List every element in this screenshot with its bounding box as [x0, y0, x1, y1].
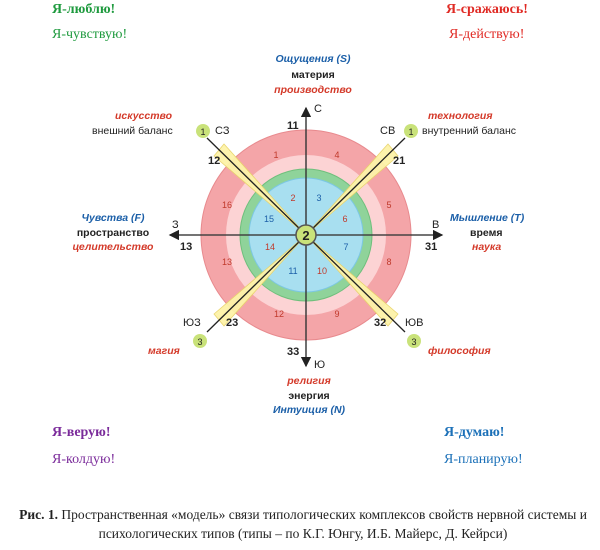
east-domain: наука [472, 241, 501, 253]
northeast-letter: СВ [380, 125, 395, 137]
caption-text: Пространственная «модель» связи типологи… [57, 507, 587, 541]
corner-plan: Я-планирую! [444, 452, 523, 467]
northwest-domain: искусство [115, 110, 173, 122]
sector-12: 12 [274, 309, 284, 319]
inner-sector-numbers: 3 6 7 10 11 14 15 2 [264, 193, 349, 276]
northwest-letter: СЗ [215, 125, 230, 137]
sector-11: 11 [288, 266, 297, 276]
outer-sector-numbers: 1 4 5 8 9 12 13 16 [222, 150, 392, 319]
northeast-quality: внутренний баланс [422, 125, 516, 137]
sector-4: 4 [334, 150, 339, 160]
axis-southwest [206, 234, 307, 333]
north-number: 11 [287, 120, 299, 132]
northwest-number: 12 [208, 155, 220, 167]
west-quality: пространство [77, 227, 149, 239]
sector-9: 9 [334, 309, 339, 319]
center-circle [295, 224, 317, 246]
northwest-badge [196, 124, 210, 138]
sector-6: 6 [342, 214, 347, 224]
southeast-badge-label: 3 [411, 337, 416, 347]
sector-5: 5 [386, 200, 391, 210]
south-type: Интуиция (N) [273, 404, 346, 416]
southwest-badge [193, 334, 207, 348]
southwest-badge-label: 3 [197, 337, 202, 347]
northeast-domain: технология [428, 110, 493, 122]
center-label: 2 [302, 228, 309, 243]
axes [168, 106, 444, 368]
east-letter: В [432, 219, 439, 231]
sector-10: 10 [317, 266, 327, 276]
northeast-badge [404, 124, 418, 138]
sector-8: 8 [386, 257, 391, 267]
northwest-quality: внешний баланс [92, 125, 173, 137]
south-letter: Ю [314, 359, 325, 371]
southeast-badge [407, 334, 421, 348]
north-quality: материя [291, 69, 334, 81]
axis-northwest [206, 137, 307, 236]
corner-think: Я-думаю! [444, 425, 505, 440]
west-letter: З [172, 219, 179, 231]
north-domain: производство [274, 84, 352, 96]
sector-2: 2 [290, 193, 295, 203]
south-number: 33 [287, 346, 299, 358]
sector-1: 1 [273, 150, 278, 160]
southeast-domain: философия [428, 345, 491, 357]
typology-diagram: 2 1 4 5 8 9 12 13 16 3 6 7 10 11 14 15 2… [73, 53, 525, 416]
north-type: Ощущения (S) [275, 53, 351, 65]
west-domain: целительство [73, 241, 154, 253]
north-letter: С [314, 103, 322, 115]
sector-16: 16 [222, 200, 232, 210]
corner-conjure: Я-колдую! [52, 452, 116, 467]
corner-fight: Я-сражаюсь! [446, 2, 528, 17]
west-number: 13 [180, 241, 192, 253]
corner-act: Я-действую! [449, 27, 525, 42]
east-quality: время [470, 227, 502, 239]
corner-feel: Я-чувствую! [52, 27, 128, 42]
southwest-domain: магия [148, 345, 180, 357]
northeast-badge-label: 1 [408, 127, 413, 137]
axis-northeast [305, 137, 406, 236]
southeast-letter: ЮВ [405, 317, 423, 329]
sector-7: 7 [343, 242, 348, 252]
corner-believe: Я-верую! [52, 425, 111, 440]
west-type: Чувства (F) [82, 212, 145, 224]
sector-13: 13 [222, 257, 232, 267]
northeast-number: 21 [393, 155, 405, 167]
corner-love: Я-люблю! [52, 2, 116, 17]
northwest-badge-label: 1 [200, 127, 205, 137]
southwest-letter: ЮЗ [183, 317, 201, 329]
southwest-number: 23 [226, 317, 238, 329]
east-number: 31 [425, 241, 437, 253]
figure-caption: Рис. 1. Пространственная «модель» связи … [8, 505, 598, 543]
sector-3: 3 [316, 193, 321, 203]
southeast-number: 32 [374, 317, 386, 329]
sector-14: 14 [265, 242, 275, 252]
axis-southeast [305, 234, 406, 333]
south-domain: религия [286, 375, 331, 387]
east-type: Мышление (T) [450, 212, 525, 224]
south-quality: энергия [288, 390, 329, 402]
sector-15: 15 [264, 214, 274, 224]
caption-label: Рис. 1. [19, 507, 58, 522]
